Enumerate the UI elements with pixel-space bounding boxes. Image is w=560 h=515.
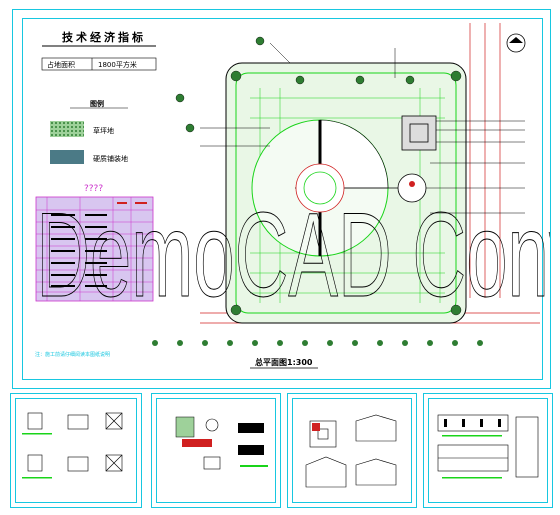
north-arrow-icon — [506, 33, 526, 53]
main-sheet-inner-frame — [22, 18, 543, 380]
detail-sheet-4-drawing — [437, 414, 539, 479]
legend-swatch-paving — [50, 150, 84, 164]
detail-sheet-4 — [423, 393, 553, 508]
detail-sheet-2-inner — [156, 398, 276, 503]
detail-sheet-3-inner — [292, 398, 412, 503]
detail-sheet-3-drawing — [305, 414, 397, 488]
detail-sheet-2-drawing — [175, 416, 268, 470]
title-underline — [41, 45, 157, 71]
detail-sheet-4-inner — [428, 398, 548, 503]
legend-label-lawn: 草坪地 — [93, 127, 114, 135]
detail-sheet-1-drawing — [22, 412, 123, 479]
detail-sheet-1 — [10, 393, 142, 508]
legend-underline — [70, 107, 128, 109]
legend-title: 图例 — [90, 100, 104, 108]
page-title: 技术经济指标 — [62, 31, 146, 44]
plant-schedule-table — [35, 196, 154, 302]
detail-sheet-3 — [287, 393, 417, 508]
site-area-value: 1800平方米 — [98, 61, 137, 69]
detail-sheet-1-inner — [15, 398, 137, 503]
site-plan-drawing — [152, 23, 540, 346]
legend-label-paving: 硬质铺装地 — [93, 155, 128, 163]
plan-title-underline — [250, 367, 318, 369]
site-area-label: 占地面积 — [47, 61, 75, 69]
plan-title: 总平面图1:300 — [255, 358, 313, 367]
detail-sheet-2 — [151, 393, 281, 508]
main-sheet-frame — [12, 9, 551, 389]
legend-swatch-lawn — [50, 121, 84, 137]
sheet-note: 注：施工前请仔细阅读本图纸说明 — [35, 352, 111, 358]
table-header-mark: ???? — [84, 184, 104, 194]
